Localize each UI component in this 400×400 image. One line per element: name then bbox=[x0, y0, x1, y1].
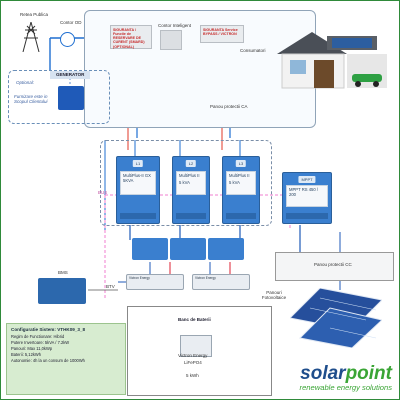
generator-zone bbox=[8, 70, 110, 124]
bms-device bbox=[38, 278, 86, 304]
breaker-bypass: SIGURANTA Service BYPASS / VICTRON bbox=[200, 25, 244, 43]
breaker-bypass-text: SIGURANTA Service BYPASS / VICTRON bbox=[203, 28, 238, 37]
config-row: Autonomie: 4h la un consum de 1000Wh bbox=[11, 358, 85, 364]
inverter-ac-feeds bbox=[104, 140, 241, 230]
battery-bank-capacity: 5 kWh bbox=[186, 373, 199, 378]
battery-bank-chem: LiFePO4 bbox=[184, 360, 202, 365]
grid-title: Retea Publica bbox=[20, 12, 49, 17]
inverter-l3-sub: 5 kVA bbox=[229, 180, 240, 186]
dc-line-busbar bbox=[129, 225, 390, 261]
generator-optional: Optional: bbox=[16, 80, 35, 85]
mppt-name: MPPT RS 450 / 200 bbox=[289, 187, 319, 198]
solar-panels-image bbox=[288, 287, 384, 349]
generator-desc: Furnizare este in Scopul Clientului bbox=[14, 94, 48, 105]
config-row: Baterii: 5,12kWh bbox=[11, 352, 42, 358]
inverter-zone bbox=[100, 140, 272, 226]
battery-2: Victron Energy bbox=[192, 274, 250, 290]
generator-title: GENERATOR bbox=[56, 72, 85, 77]
meter-label: Contor OD bbox=[60, 20, 82, 25]
breaker-optional: SIGURANTA / Functie de RESERVARE DE CURE… bbox=[110, 25, 152, 49]
battery-1-text: Victron Energy bbox=[129, 276, 150, 280]
config-row: Putere Invertoare: 5kVA / 7.2kW bbox=[11, 340, 70, 346]
consumers-label: Consumatori bbox=[240, 48, 266, 53]
inverter-l3-logo bbox=[226, 213, 256, 219]
brand-name-b: point bbox=[345, 363, 392, 384]
panel-ca-label: Panou protectii CA bbox=[210, 104, 248, 109]
lynx-distributor-3 bbox=[208, 238, 244, 260]
mppt-logo bbox=[286, 213, 328, 219]
battery-1: Victron Energy bbox=[126, 274, 184, 290]
brand-name-a: solar bbox=[300, 363, 346, 384]
inverter-l3: L3 MultiPlus II 5 kVA bbox=[222, 156, 260, 224]
config-row: Regim de Functionare: Hibrid bbox=[11, 334, 65, 339]
battery-bank-icon bbox=[180, 335, 212, 357]
bms-label: BMS bbox=[58, 270, 68, 275]
breaker-optional-text: SIGURANTA / Functie de RESERVARE DE CURE… bbox=[113, 28, 145, 49]
inverter-l1-tag: L1 bbox=[132, 160, 144, 167]
battery-bank-brand: Victron Energy bbox=[178, 353, 208, 358]
battery-2-text: Victron Energy bbox=[195, 276, 216, 280]
meter-icon bbox=[60, 32, 75, 47]
inverter-l2-tag: L2 bbox=[185, 160, 197, 167]
lynx-distributor-2 bbox=[170, 238, 206, 260]
generator-title-bar bbox=[50, 71, 90, 79]
battery-bank-title: Banc de Baterii bbox=[178, 317, 211, 322]
system-config-box: Configuratie Sistem: VTHK09_3_8 Regim de… bbox=[6, 323, 126, 395]
inverter-l3-name: MultiPlus II bbox=[229, 173, 250, 178]
config-title: Configuratie Sistem: VTHK09_3_8 bbox=[11, 327, 86, 332]
bus-label: BUS bbox=[98, 190, 108, 195]
btv-label: BTV bbox=[106, 284, 115, 289]
mppt-tag: MPPT bbox=[298, 176, 316, 183]
solar-label: Panouri Fotovoltaice bbox=[261, 290, 287, 301]
battery-bank: Banc de Baterii Victron Energy LiFePO4 5… bbox=[127, 306, 272, 396]
inverter-l2-sub: 5 kVA bbox=[179, 180, 190, 186]
config-row: Panouri: Max 11,0kWp bbox=[11, 346, 53, 352]
inverter-l3-tag: L3 bbox=[235, 160, 247, 167]
inverter-l1-name: MultiPlus-II GX 5KVA bbox=[123, 173, 151, 184]
panel-cc: Panou protectii CC bbox=[275, 252, 394, 281]
brand-tagline: renewable energy solutions bbox=[299, 383, 392, 392]
inverter-l2: L2 MultiPlus II 5 kVA bbox=[172, 156, 210, 224]
brand-logo: solarpoint renewable energy solutions bbox=[300, 363, 392, 392]
contor-inteligent-label: Contor Inteligent bbox=[158, 23, 192, 28]
panel-cc-label: Panou protectii CC bbox=[314, 262, 352, 267]
inverter-l2-name: MultiPlus II bbox=[179, 173, 200, 178]
lynx-distributor-1 bbox=[132, 238, 168, 260]
grid-tower-icon bbox=[20, 21, 42, 53]
house-image bbox=[272, 14, 394, 94]
smart-meter bbox=[160, 30, 182, 50]
mppt-controller: MPPT MPPT RS 450 / 200 bbox=[282, 172, 332, 224]
inverter-l1: L1 MultiPlus-II GX 5KVA bbox=[116, 156, 160, 224]
inverter-l2-logo bbox=[176, 213, 206, 219]
generator-icon bbox=[58, 86, 84, 110]
inverter-l1-logo bbox=[120, 213, 156, 219]
